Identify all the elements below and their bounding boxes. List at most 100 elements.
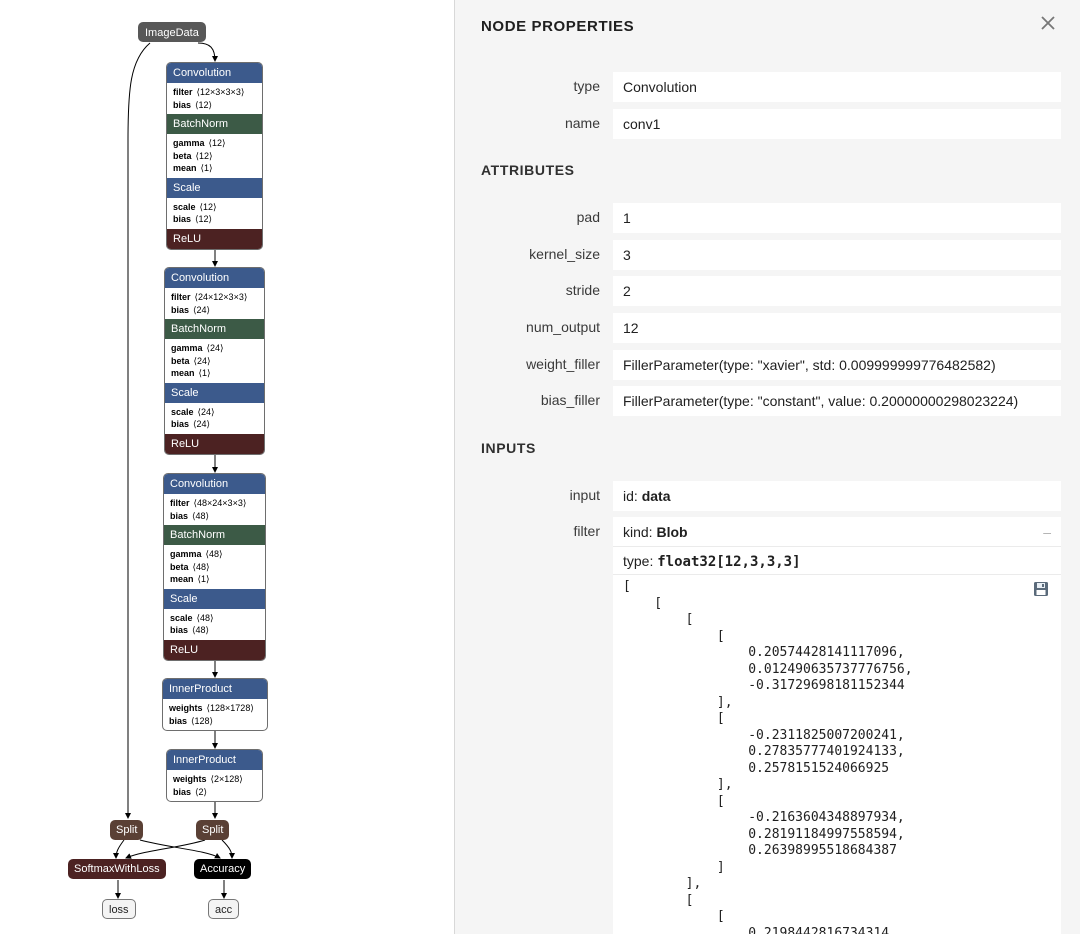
layer-relu[interactable]: ReLU	[167, 228, 262, 249]
layer-attribute: filter⟨12×3×3×3⟩	[173, 86, 256, 99]
layer-attributes: filter⟨12×3×3×3⟩bias⟨12⟩	[167, 83, 262, 114]
filter-blob[interactable]: kind: Blob – type: float32[12,3,3,3] [ […	[613, 517, 1061, 934]
layer-attributes: gamma⟨24⟩beta⟨24⟩mean⟨1⟩	[165, 339, 264, 383]
tensor-view[interactable]: [ [ [ [ 0.20574428141117096, 0.012490635…	[613, 575, 1061, 934]
attr-label-pad: pad	[576, 209, 600, 225]
attribute-name: bias	[173, 99, 192, 110]
node-split-left[interactable]: Split	[110, 820, 144, 840]
node-imagedata[interactable]: ImageData	[138, 22, 206, 42]
attributes-heading: ATTRIBUTES	[481, 162, 575, 178]
layer-attribute: beta⟨48⟩	[170, 561, 259, 574]
attr-label-bias-filler: bias_filler	[540, 392, 600, 408]
attribute-shape: ⟨128×1728⟩	[206, 703, 254, 713]
layer-convolution[interactable]: Convolution	[165, 268, 264, 288]
attribute-shape: ⟨24⟩	[197, 406, 215, 417]
layer-attributes: scale⟨48⟩bias⟨48⟩	[164, 609, 265, 640]
attribute-name: bias	[173, 786, 192, 797]
layer-convolution[interactable]: Convolution	[167, 63, 262, 83]
edge-splitL-acc	[139, 839, 221, 859]
attribute-name: beta	[170, 561, 189, 572]
layer-attribute: mean⟨1⟩	[171, 367, 258, 380]
filter-type-row: type: float32[12,3,3,3]	[613, 547, 1061, 575]
attr-value-weight-filler[interactable]: FillerParameter(type: "xavier", std: 0.0…	[613, 350, 1061, 380]
attribute-shape: ⟨24⟩	[193, 355, 211, 366]
attribute-name: scale	[171, 406, 194, 417]
attr-value-bias-filler[interactable]: FillerParameter(type: "constant", value:…	[613, 386, 1061, 416]
layer-relu[interactable]: ReLU	[164, 639, 265, 660]
attr-value-stride[interactable]: 2	[613, 276, 1061, 306]
prop-value-type[interactable]: Convolution	[613, 72, 1061, 102]
prop-value-name[interactable]: conv1	[613, 109, 1061, 139]
layer-attribute: scale⟨12⟩	[173, 201, 256, 214]
layer-convolution[interactable]: Convolution	[164, 474, 265, 494]
layer-attribute: bias⟨24⟩	[171, 418, 258, 431]
edge-splitR-acc	[221, 839, 235, 859]
attribute-shape: ⟨12⟩	[208, 138, 226, 148]
layer-relu[interactable]: ReLU	[165, 433, 264, 454]
attribute-shape: ⟨48×24×3×3⟩	[193, 498, 247, 508]
layer-attribute: gamma⟨48⟩	[170, 548, 259, 561]
attribute-name: gamma	[170, 549, 202, 559]
layer-attributes: filter⟨24×12×3×3⟩bias⟨24⟩	[165, 288, 264, 319]
edge-data-split	[125, 42, 151, 819]
attribute-name: filter	[171, 292, 191, 302]
node-split-right[interactable]: Split	[196, 820, 230, 840]
output-acc[interactable]: acc	[208, 899, 240, 919]
layer-attributes: weights⟨2×128⟩bias⟨2⟩	[167, 770, 262, 801]
node-softmaxwithloss[interactable]: SoftmaxWithLoss	[68, 859, 166, 879]
layer-scale[interactable]: Scale	[164, 588, 265, 609]
layer-attribute: scale⟨48⟩	[170, 612, 259, 625]
attribute-name: bias	[173, 214, 192, 224]
attr-label-kernel-size: kernel_size	[529, 246, 600, 262]
save-icon[interactable]	[1033, 581, 1049, 597]
layer-innerproduct[interactable]: InnerProduct	[167, 750, 262, 770]
layer-attribute: weights⟨128×1728⟩	[169, 702, 261, 715]
close-icon[interactable]	[1038, 13, 1058, 33]
layer-batchnorm[interactable]: BatchNorm	[165, 319, 264, 339]
attribute-shape: ⟨48⟩	[192, 561, 210, 572]
layer-attribute: bias⟨128⟩	[169, 715, 261, 728]
attribute-name: gamma	[173, 138, 205, 148]
attribute-shape: ⟨24⟩	[193, 304, 211, 315]
layer-attributes: filter⟨48×24×3×3⟩bias⟨48⟩	[164, 494, 265, 525]
graph-node-block-4[interactable]: InnerProduct weights⟨128×1728⟩bias⟨128⟩	[162, 678, 268, 731]
attribute-name: bias	[170, 625, 189, 635]
attr-label-stride: stride	[565, 282, 600, 298]
input-id-value: data	[641, 488, 671, 504]
input-value[interactable]: id: data	[613, 481, 1061, 511]
layer-attribute: filter⟨48×24×3×3⟩	[170, 497, 259, 510]
output-loss[interactable]: loss	[102, 899, 136, 919]
layer-batchnorm[interactable]: BatchNorm	[167, 114, 262, 134]
attribute-name: beta	[171, 355, 190, 366]
attribute-shape: ⟨12⟩	[195, 150, 213, 161]
layer-attribute: mean⟨1⟩	[173, 162, 256, 175]
layer-scale[interactable]: Scale	[167, 177, 262, 198]
attribute-name: filter	[173, 87, 193, 97]
attribute-shape: ⟨128⟩	[191, 715, 214, 726]
layer-innerproduct[interactable]: InnerProduct	[163, 679, 267, 699]
attribute-shape: ⟨1⟩	[200, 163, 213, 173]
attr-value-num-output[interactable]: 12	[613, 313, 1061, 343]
edge-splitL-loss	[113, 839, 125, 859]
attr-value-kernel-size[interactable]: 3	[613, 240, 1061, 270]
layer-scale[interactable]: Scale	[165, 382, 264, 403]
input-label: input	[569, 487, 600, 503]
node-accuracy[interactable]: Accuracy	[194, 859, 252, 879]
layer-attribute: bias⟨48⟩	[170, 510, 259, 523]
prop-label-name: name	[564, 115, 600, 131]
layer-attribute: scale⟨24⟩	[171, 406, 258, 419]
attr-value-pad[interactable]: 1	[613, 203, 1061, 233]
collapse-button[interactable]: –	[1043, 524, 1051, 540]
attribute-name: bias	[169, 715, 188, 726]
layer-batchnorm[interactable]: BatchNorm	[164, 525, 265, 545]
layer-attributes: scale⟨12⟩bias⟨12⟩	[167, 198, 262, 229]
prop-label-type: type	[573, 78, 600, 94]
layer-attribute: weights⟨2×128⟩	[173, 773, 256, 786]
attribute-name: beta	[173, 150, 192, 161]
layer-attribute: bias⟨12⟩	[173, 213, 256, 226]
